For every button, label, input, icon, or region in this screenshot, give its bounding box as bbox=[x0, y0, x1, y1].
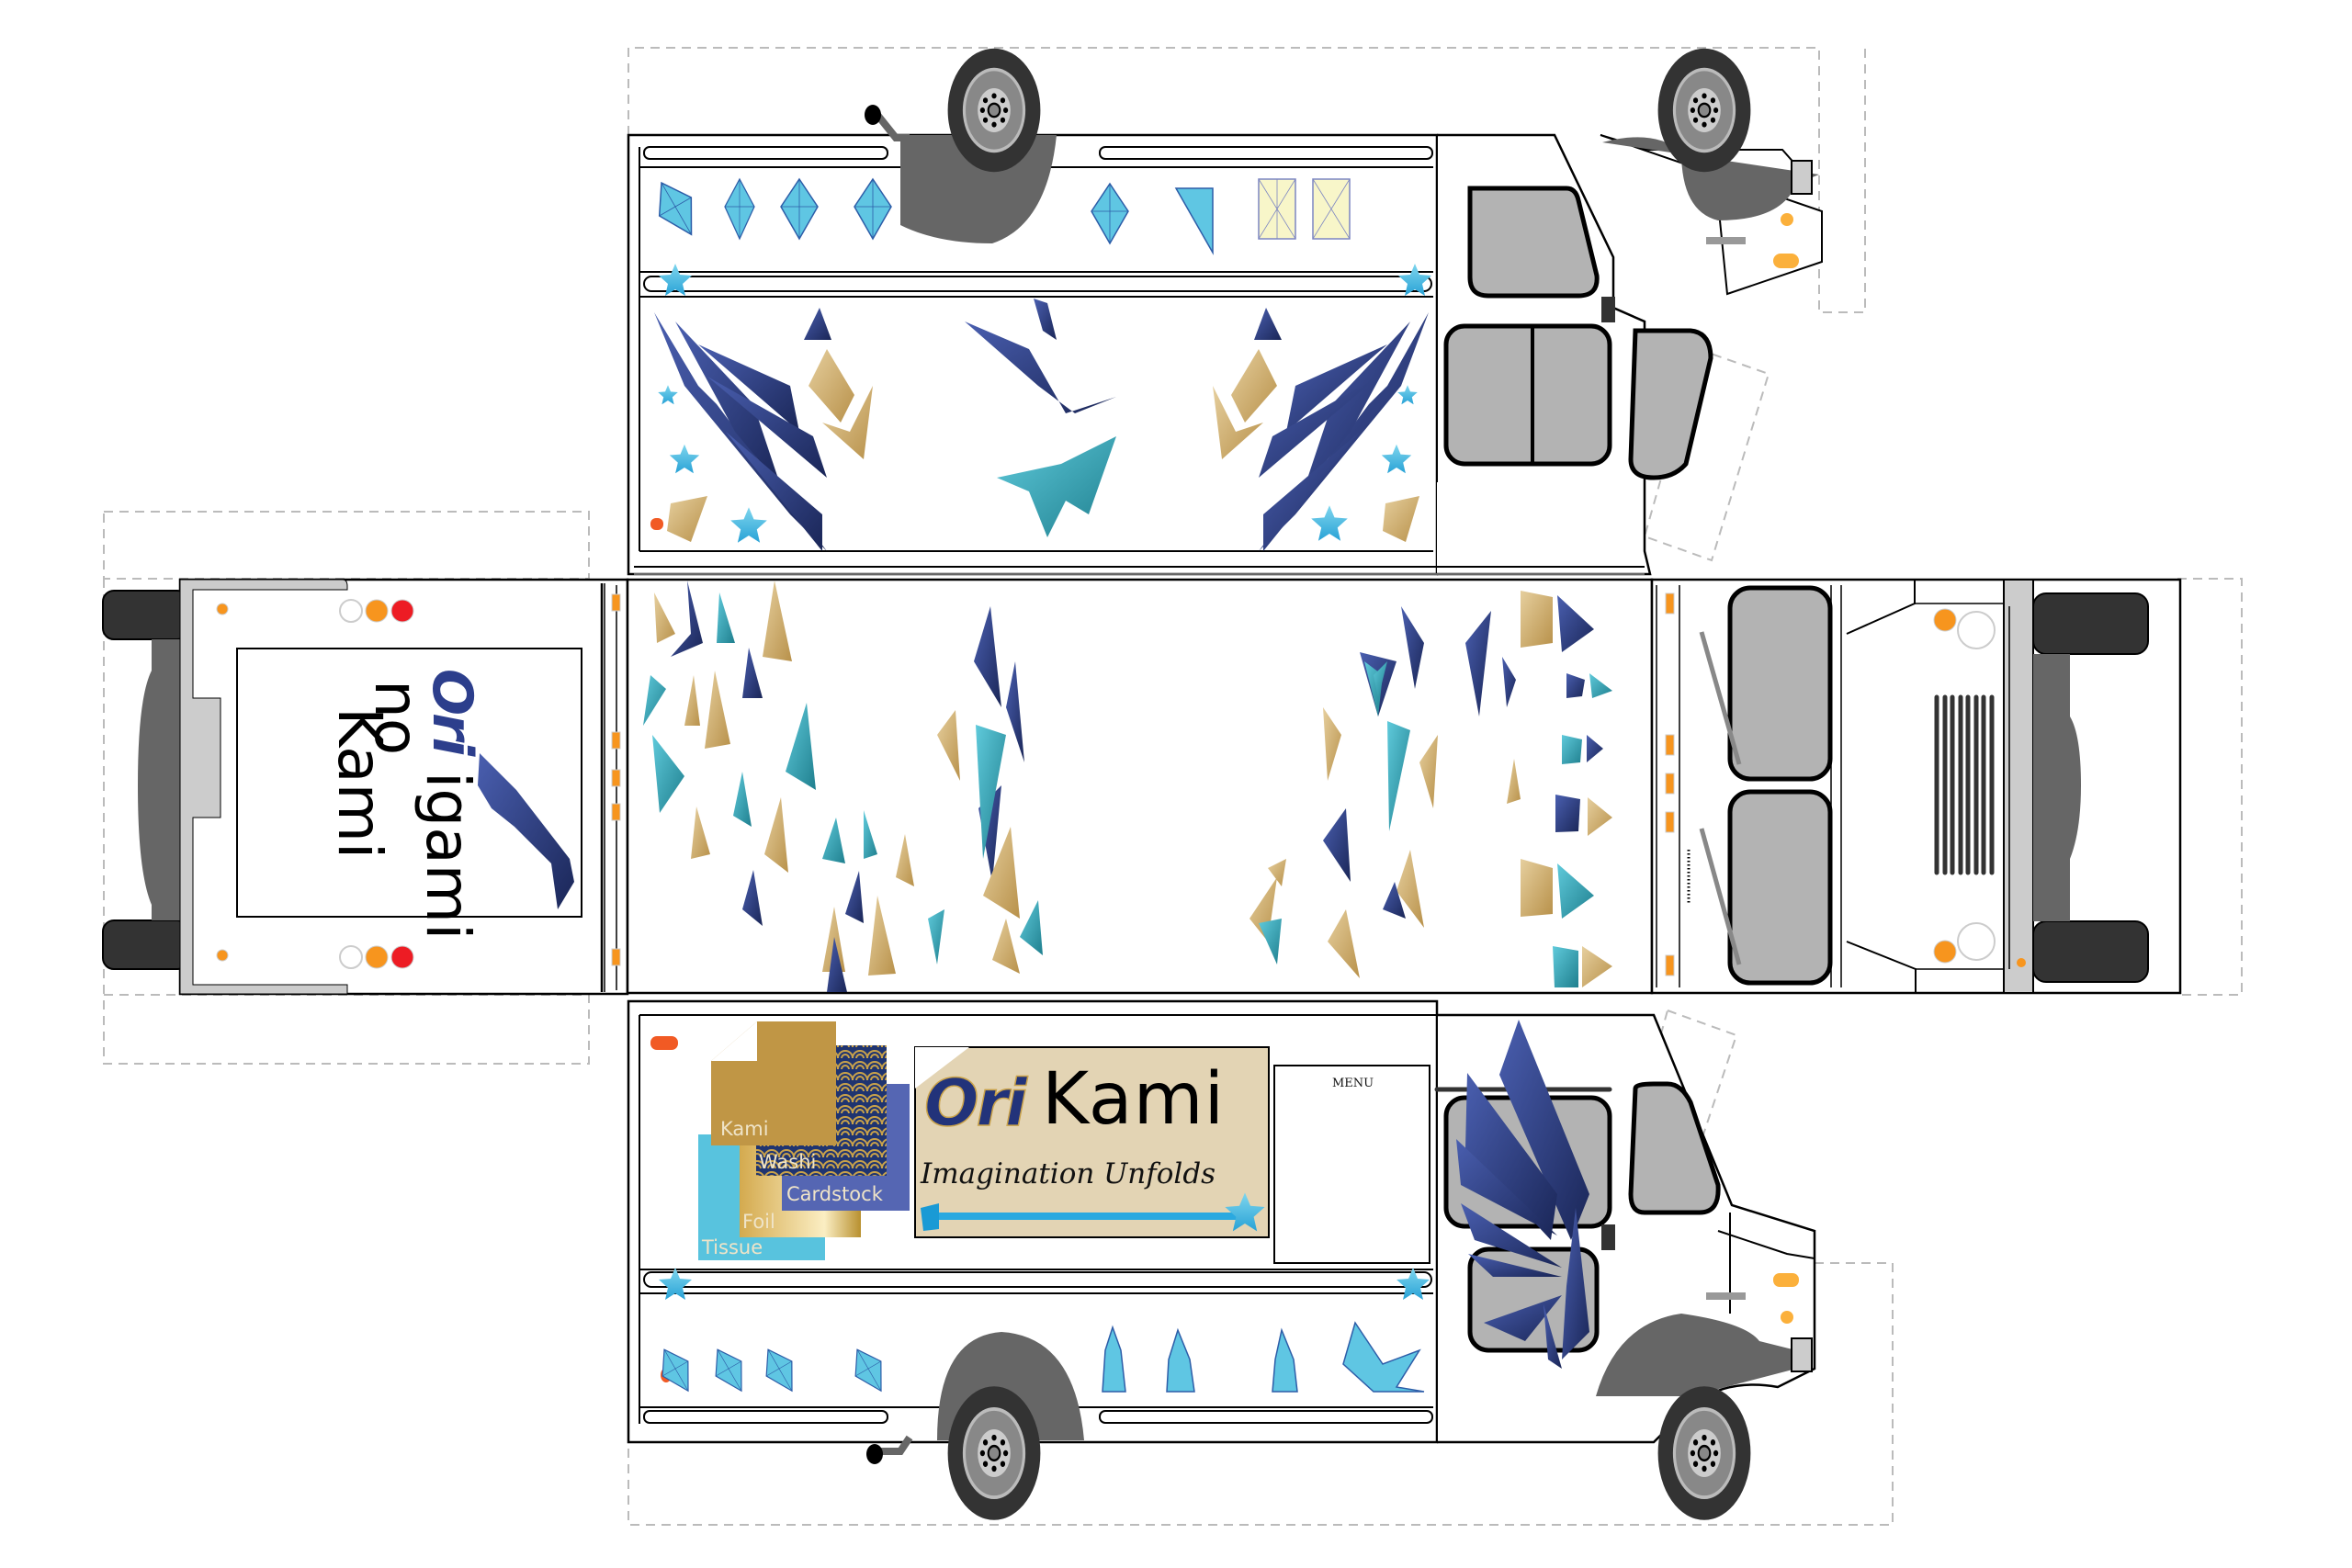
rear-crane-icon bbox=[478, 753, 574, 909]
paper-samples bbox=[698, 1021, 910, 1260]
folding-steps-bottom bbox=[650, 1321, 1425, 1399]
sign-tagline: Imagination Unfolds bbox=[921, 1157, 1216, 1190]
side-panel-top bbox=[627, 46, 1823, 576]
rear-logo-kami: Kami bbox=[324, 707, 395, 860]
cab-windows-top bbox=[1443, 186, 1713, 480]
front-panel bbox=[1650, 578, 2182, 995]
wing-fan-right bbox=[1259, 312, 1429, 551]
wing-fan-cab bbox=[1456, 1020, 1589, 1369]
origami-flock bbox=[643, 581, 1043, 992]
menu-board bbox=[1273, 1065, 1430, 1264]
origami-tulips bbox=[1521, 591, 1612, 987]
menu-title: MENU bbox=[1332, 1077, 1374, 1090]
origami-birds-top bbox=[804, 299, 1282, 537]
origami-flock-right bbox=[1250, 606, 1521, 978]
sign-brand-mark: Ori bbox=[923, 1065, 1028, 1142]
paper-label-foil: Foil bbox=[742, 1211, 775, 1233]
paper-label-washi: Washi bbox=[759, 1151, 817, 1173]
roof-panel bbox=[626, 573, 1654, 995]
sign-brand-name: Kami bbox=[1042, 1058, 1226, 1141]
rear-logo-igami: igami bbox=[413, 772, 483, 941]
rear-logo-ori: Ori bbox=[420, 669, 484, 754]
paper-label-kami: Kami bbox=[720, 1118, 769, 1140]
folding-steps-top bbox=[644, 173, 1351, 255]
wing-fan-left bbox=[654, 312, 827, 551]
paper-label-tissue: Tissue bbox=[702, 1236, 763, 1258]
paper-label-cardstock: Cardstock bbox=[786, 1183, 883, 1205]
grille bbox=[1934, 694, 1995, 875]
side-panel-bottom bbox=[627, 999, 1816, 1522]
brand-sign bbox=[914, 1046, 1270, 1238]
rear-panel bbox=[102, 578, 629, 996]
